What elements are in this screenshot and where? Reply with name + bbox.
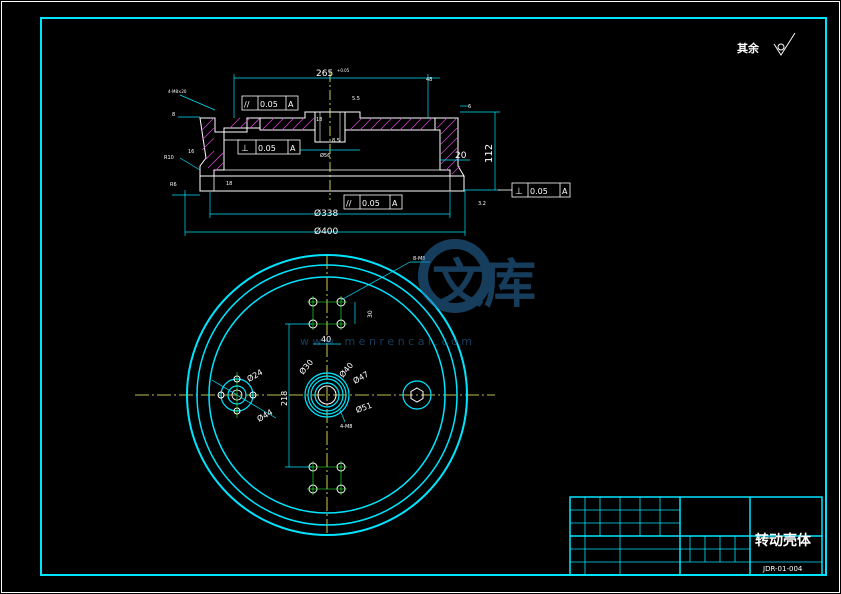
dim-r10: R10 [164,155,174,161]
title-block [569,496,823,576]
tol-parallel-symbol: // [244,100,250,109]
tol-frame-parallel-bot: // 0.05 A [343,194,403,210]
roughness-symbol-icon [773,32,796,56]
hub-circle-47 [307,375,347,415]
dim-20: 20 [455,151,467,161]
section-hatch-top [259,111,436,131]
dim-400: Ø400 [314,226,339,237]
dim-338: Ø338 [314,208,339,219]
bottom-flange [199,175,465,192]
dim-218: 218 [280,391,289,406]
dim-hole-note: 4-M8×20 [168,89,187,94]
dim-r6: R6 [170,182,177,188]
right-boss-hex [410,387,424,403]
note-holes: 8-M8 [413,256,425,262]
dim-30: 30 [367,310,374,318]
tol-perp-right-symbol: ⊥ [515,187,523,197]
dim-40: 40 [321,335,331,344]
tol-parallel-ref: A [288,100,294,109]
tol-parallel-bot-value: 0.05 [362,199,380,208]
dim-265: 265 [316,69,333,79]
dim-bore-56: Ø56 [320,152,330,159]
dim-48: 48 [426,77,432,83]
tol-perp-ref: A [290,144,296,153]
note-bottom: 4-M8 [340,424,352,430]
part-name: 转动壳体 [755,532,812,549]
surface-finish-note: 其余 [737,32,796,56]
section-hatch-left [199,117,261,177]
dim-3-2: 3.2 [478,201,486,207]
dim-265-tol: +0.05 [337,68,350,73]
dim-5-5: 5.5 [352,96,360,102]
section-hatch-right [434,117,465,177]
dim-8: 8 [172,112,175,118]
tol-frame-parallel-top: // 0.05 A [241,95,299,111]
tol-parallel-bot-ref: A [392,199,398,208]
dim-center-30: Ø30 [297,357,315,376]
hub-bore [317,385,337,405]
tol-parallel-value: 0.05 [260,100,278,109]
dim-left-24: Ø24 [245,367,264,384]
watermark-logo-icon [418,239,492,313]
dim-center-51: Ø51 [354,400,373,415]
hub-circle-30 [314,382,340,408]
dim-8-5: 8.5 [332,138,340,144]
section-view: 265 +0.05 48 112 20 6 5.5 18 R10 R6 8 16… [164,68,571,237]
dim-18: 18 [316,117,322,123]
watermark: 文库 w w w . m e n r e n c a i . c o m [300,239,536,348]
drawing-number: JDR-01-004 [762,565,803,573]
inner-frame [40,17,827,576]
hub-circle-51 [304,372,350,418]
hole-left-1 [217,391,225,399]
tol-frame-perp-mid: ⊥ 0.05 A [237,139,301,155]
roughness-circle-icon [777,43,785,51]
outer-ring-3 [208,276,446,514]
plan-view: 40 218 30 Ø30 Ø40 Ø47 Ø51 Ø24 Ø44 8-M8 4… [135,254,495,536]
tol-perp-value: 0.05 [258,144,276,153]
dim-left-44: Ø44 [255,407,274,424]
watermark-url: w w w . m e n r e n c a i . c o m [300,335,472,348]
dim-6: 6 [468,104,471,110]
hole-left-2 [249,391,257,399]
section-hub [314,111,346,143]
dim-18b: 18 [226,181,232,187]
outer-ring-2 [196,264,458,526]
watermark-cn: 文库 [432,255,536,315]
tol-perp-right-value: 0.05 [530,187,548,196]
hub-circle-40 [310,378,344,412]
dim-center-47: Ø47 [351,369,370,386]
tol-perp-right-ref: A [562,187,568,196]
dim-16: 16 [188,149,194,155]
surface-note-label: 其余 [737,41,760,55]
outer-ring-1 [186,254,468,536]
dim-112: 112 [484,144,495,163]
tol-frame-perp-right: ⊥ 0.05 A [498,182,571,198]
right-boss-outer [402,380,432,410]
tol-parallel-bot-symbol: // [346,199,352,208]
tol-perp-symbol: ⊥ [241,144,249,154]
